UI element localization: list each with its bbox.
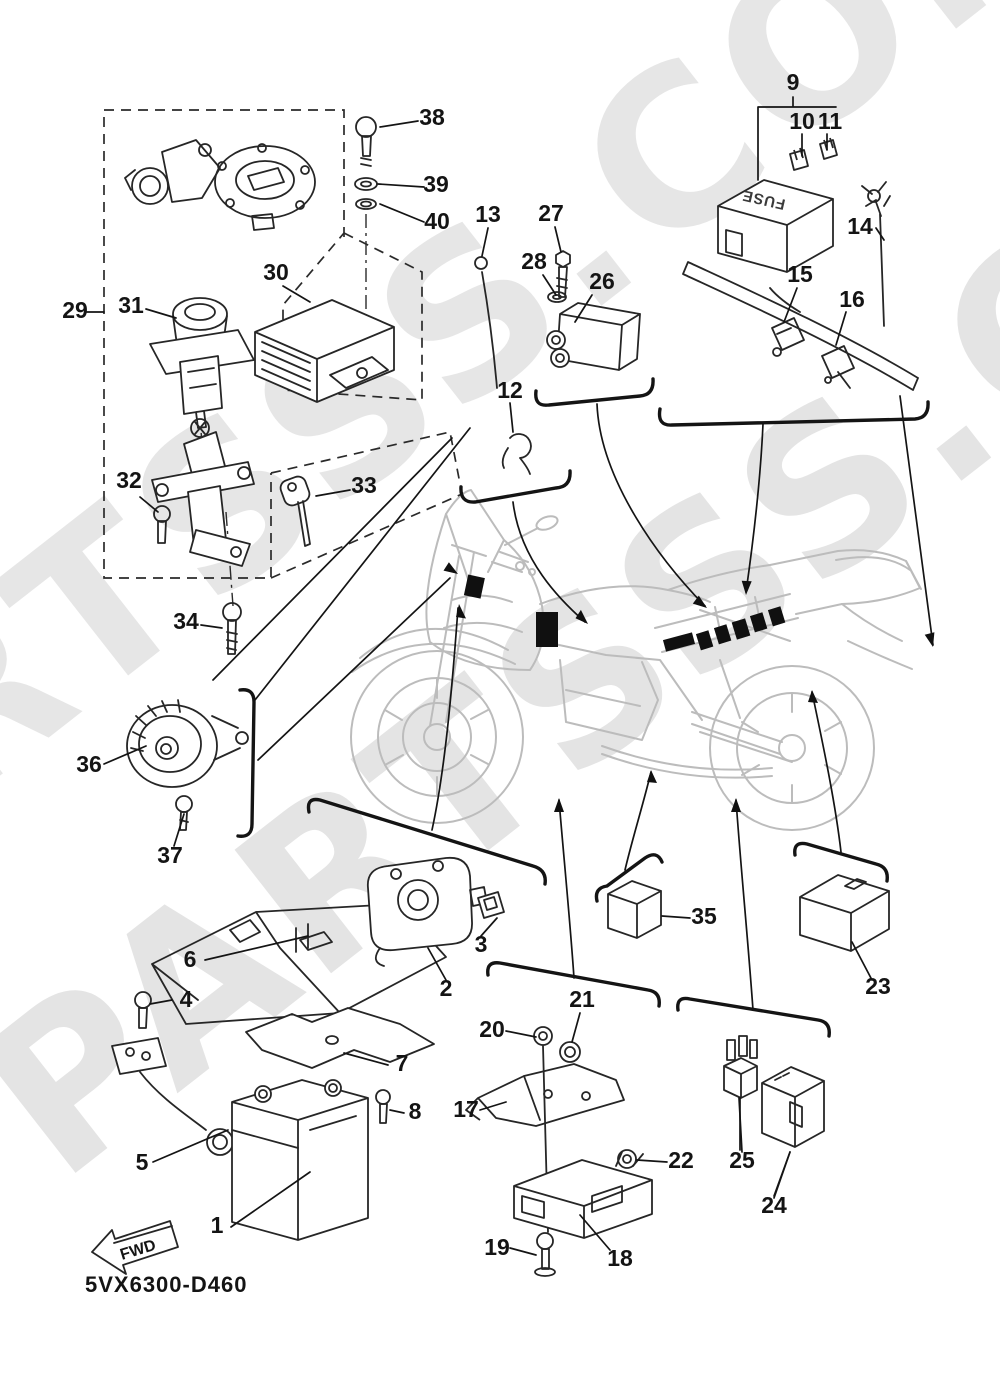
wire-harness-drawing xyxy=(682,261,919,391)
ecu-18-drawing xyxy=(513,1159,653,1239)
callout-6: 6 xyxy=(184,946,197,972)
band-13-drawing xyxy=(474,256,498,389)
callout-40: 40 xyxy=(424,208,450,234)
callout-labels: 1 2 3 4 5 6 7 8 9 10 11 12 13 14 15 16 1… xyxy=(62,69,891,1271)
callout-29: 29 xyxy=(62,297,88,323)
battery-pad-7-drawing xyxy=(245,1007,435,1069)
connector-25-drawing xyxy=(723,1035,758,1099)
bolt-4-drawing xyxy=(134,991,152,1029)
fuel-cap-drawing xyxy=(214,143,316,231)
callout-34: 34 xyxy=(173,608,199,634)
callout-36: 36 xyxy=(76,751,102,777)
grommet-21-hole xyxy=(564,1046,576,1058)
bolt-37-drawing xyxy=(175,795,193,831)
battery-tray-6-drawing xyxy=(151,903,447,1025)
callout-35: 35 xyxy=(691,903,717,929)
key-33-drawing xyxy=(279,475,311,547)
callout-8: 8 xyxy=(409,1098,422,1124)
callout-18: 18 xyxy=(607,1245,633,1271)
callout-37: 37 xyxy=(157,842,183,868)
cable-tie-14-drawing xyxy=(861,181,891,327)
washer-40-hole xyxy=(360,200,372,208)
solenoid-26-drawing xyxy=(546,302,641,371)
callout-19: 19 xyxy=(484,1234,510,1260)
callout-1: 1 xyxy=(211,1212,224,1238)
battery-wire-5-drawing xyxy=(111,1037,234,1156)
main-switch-31-drawing xyxy=(149,297,255,429)
fuse-3-drawing xyxy=(477,891,505,919)
callout-16: 16 xyxy=(839,286,865,312)
callout-brackets xyxy=(212,377,935,1038)
nut-20-drawing xyxy=(533,1026,553,1046)
callout-38: 38 xyxy=(419,104,445,130)
clamp-16-drawing xyxy=(821,345,855,389)
callout-2: 2 xyxy=(440,975,453,1001)
bolt-8-drawing xyxy=(375,1089,391,1124)
clamp-22-drawing xyxy=(615,1149,644,1169)
callout-9: 9 xyxy=(787,69,800,95)
callout-22: 22 xyxy=(668,1147,694,1173)
callout-12: 12 xyxy=(497,377,523,403)
callout-3: 3 xyxy=(475,931,488,957)
callout-32: 32 xyxy=(116,467,142,493)
callout-25: 25 xyxy=(729,1147,755,1173)
callout-26: 26 xyxy=(589,268,615,294)
relay-35-drawing xyxy=(607,880,662,939)
bolt-34-drawing xyxy=(222,602,242,655)
callout-27: 27 xyxy=(538,200,564,226)
bolt-38-drawing xyxy=(355,116,377,167)
callout-23: 23 xyxy=(865,973,891,999)
washer-39-hole xyxy=(360,180,372,188)
battery-1-drawing xyxy=(231,1079,369,1241)
callout-leader-lines xyxy=(86,96,885,1256)
diagram-code: 5VX6300-D460 xyxy=(85,1272,247,1297)
horn-36-drawing xyxy=(126,699,249,788)
washer-40-drawing xyxy=(355,198,377,210)
callout-39: 39 xyxy=(423,171,449,197)
starter-relay-2-drawing xyxy=(366,856,488,967)
helmet-lock-drawing xyxy=(124,139,221,205)
clip-12-drawing xyxy=(501,433,532,475)
callout-31: 31 xyxy=(118,292,144,318)
callout-5: 5 xyxy=(136,1149,149,1175)
bolt-19-drawing xyxy=(534,1232,556,1277)
fuse-box-drawing: FUSE xyxy=(717,179,834,273)
nut-20-hole xyxy=(538,1031,548,1041)
fwd-direction-arrow: FWD xyxy=(91,1220,179,1275)
callout-11: 11 xyxy=(818,108,843,134)
callout-30: 30 xyxy=(263,259,289,285)
callout-4: 4 xyxy=(180,986,193,1012)
washer-28-drawing xyxy=(547,291,567,303)
connector-24-drawing xyxy=(761,1066,825,1148)
callout-10: 10 xyxy=(789,108,815,134)
callout-20: 20 xyxy=(479,1016,505,1042)
callout-13: 13 xyxy=(475,201,501,227)
fuse-11-drawing xyxy=(819,137,838,160)
component-location-markers xyxy=(463,574,786,652)
callout-24: 24 xyxy=(761,1192,787,1218)
callout-21: 21 xyxy=(569,986,595,1012)
bolt-27-drawing xyxy=(555,250,571,298)
relay-23-drawing xyxy=(799,874,890,952)
callout-14: 14 xyxy=(847,213,873,239)
clamp-15-drawing xyxy=(771,317,805,357)
callout-33: 33 xyxy=(351,472,377,498)
motorcycle-sketch xyxy=(350,489,922,831)
grommet-21-drawing xyxy=(559,1041,581,1063)
callout-15: 15 xyxy=(787,261,813,287)
callout-17: 17 xyxy=(453,1096,479,1122)
callout-28: 28 xyxy=(521,248,547,274)
ecu-30-drawing xyxy=(254,299,395,403)
callout-7: 7 xyxy=(396,1050,409,1076)
immobilizer-switch-32-drawing xyxy=(151,418,255,567)
washer-39-drawing xyxy=(354,177,378,191)
